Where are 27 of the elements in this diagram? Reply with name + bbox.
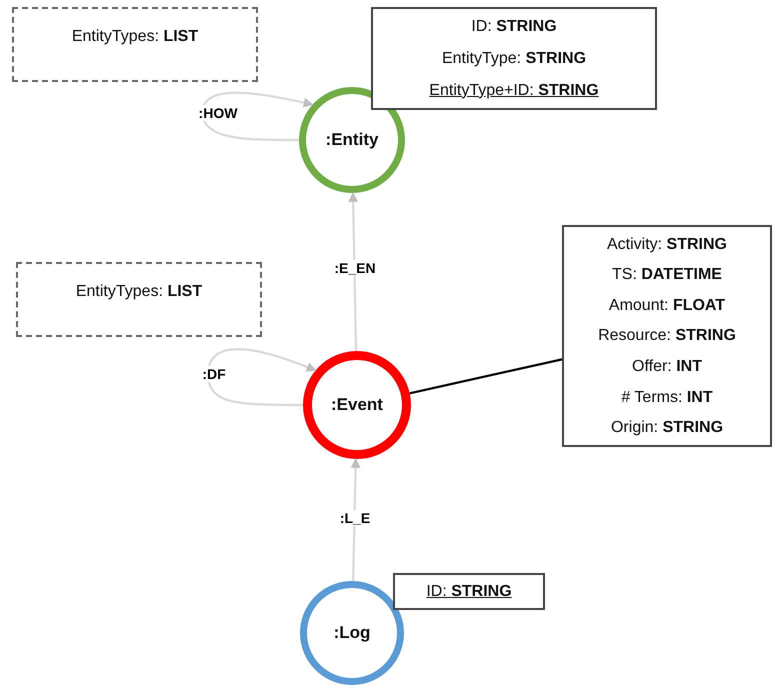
edge-label: :HOW — [196, 105, 240, 121]
property-box — [371, 7, 657, 110]
node-label: :Event — [331, 394, 383, 416]
property-text: ID: STRING — [471, 17, 557, 36]
property-text: EntityType+ID: STRING — [429, 80, 599, 100]
property-text: EntityTypes: LIST — [72, 26, 198, 46]
connector-line — [409, 358, 562, 394]
dashed-property-box — [16, 262, 262, 337]
property-text: EntityType: STRING — [442, 48, 586, 68]
property-text: TS: DATETIME — [612, 265, 722, 284]
arrow — [348, 192, 358, 352]
arrow — [350, 458, 361, 582]
self-loop-arrow — [201, 92, 314, 142]
property-text: ID: STRING — [426, 582, 512, 602]
property-box — [393, 573, 545, 610]
self-loop-arrow — [206, 348, 317, 406]
property-box — [562, 225, 772, 447]
node-label: :Log — [334, 622, 370, 644]
dashed-property-box — [12, 7, 258, 82]
node-label: :Entity — [326, 130, 378, 150]
property-text: Activity: STRING — [606, 234, 727, 254]
property-text: EntityTypes: LIST — [76, 282, 202, 302]
property-text: Amount: FLOAT — [608, 296, 726, 315]
property-text: Resource: STRING — [598, 326, 736, 346]
property-text: Origin: STRING — [610, 418, 724, 438]
property-text: # Terms: INT — [621, 388, 713, 407]
property-text: Offer: INT — [632, 356, 702, 376]
